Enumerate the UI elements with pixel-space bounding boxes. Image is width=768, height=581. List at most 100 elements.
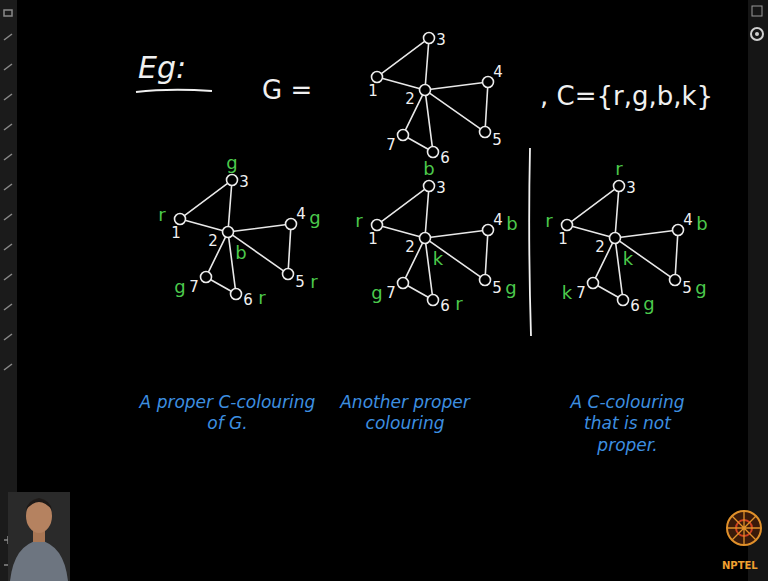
vertex-outline: [231, 289, 242, 300]
graph-edge: [431, 231, 482, 237]
colour-label: g: [226, 154, 237, 172]
graph-edge: [425, 192, 428, 232]
colour-label: g: [174, 278, 185, 296]
graph-vertex: 3g: [225, 173, 239, 187]
vertex-number: 3: [626, 181, 636, 196]
graph-vertex: 7: [396, 128, 410, 142]
graph-vertex: 3r: [612, 179, 626, 193]
graph-vertex: 2k: [608, 231, 622, 245]
vertex-circle: [668, 273, 682, 287]
caption: A proper C-colouring of G.: [135, 392, 320, 435]
vertex-outline: [201, 272, 212, 283]
graph-edge: [382, 42, 424, 74]
graph-name: G =: [262, 74, 312, 107]
vertex-number: 4: [493, 65, 503, 80]
graph-edge: [485, 236, 487, 274]
graph-vertex: 5g: [668, 273, 682, 287]
graph-vertex: 6r: [426, 293, 440, 307]
vertex-number: 7: [386, 286, 396, 301]
vertex-number: 2: [405, 240, 415, 255]
vertex-number: 1: [368, 84, 378, 99]
graph-edge: [620, 241, 670, 276]
graph-vertex: 2k: [418, 231, 432, 245]
vertex-circle: [370, 70, 384, 84]
vertex-circle: [612, 179, 626, 193]
colour-label: r: [258, 289, 265, 307]
vertex-number: 5: [492, 133, 502, 148]
vertex-outline: [286, 219, 297, 230]
nptel-logo: [727, 511, 761, 545]
graph-vertex: 1r: [370, 218, 384, 232]
vertex-outline: [610, 233, 621, 244]
graph-edge: [234, 225, 285, 231]
graph-vertex: 2b: [221, 225, 235, 239]
colour-label: g: [643, 295, 654, 313]
graph-edge: [675, 236, 677, 274]
logo-text: NPTEL: [722, 560, 758, 573]
vertex-number: 2: [405, 92, 415, 107]
graph-edge: [431, 83, 482, 89]
graph-edge: [572, 190, 614, 222]
colour-label: b: [696, 215, 707, 233]
settings-icon: [751, 28, 763, 40]
vertex-number: 1: [171, 226, 181, 241]
vertex-number: 1: [558, 232, 568, 247]
graph-vertex: 1r: [560, 218, 574, 232]
vertex-circle: [221, 225, 235, 239]
vertex-number: 6: [243, 293, 253, 308]
graph-vertex: 5: [478, 125, 492, 139]
vertex-outline: [283, 269, 294, 280]
toolbar-right: [748, 0, 768, 581]
graph-edge: [408, 138, 428, 149]
vertex-circle: [225, 173, 239, 187]
graph-vertex: 4g: [284, 217, 298, 231]
graph-edge: [426, 96, 432, 146]
graph-edge: [383, 79, 419, 89]
graph-vertex: 2: [418, 83, 432, 97]
vertex-circle: [560, 218, 574, 232]
vertex-circle: [396, 128, 410, 142]
vertex-circle: [616, 293, 630, 307]
presenter-photo: [8, 492, 70, 581]
colour-label: k: [562, 284, 572, 302]
divider-line: [529, 148, 531, 336]
vertex-number: 3: [436, 181, 446, 196]
caption: A C-colouring that is not proper.: [565, 392, 690, 456]
colour-label: b: [235, 244, 246, 262]
colour-label: g: [371, 284, 382, 302]
vertex-outline: [562, 220, 573, 231]
vertex-circle: [396, 276, 410, 290]
vertex-number: 7: [386, 138, 396, 153]
graph-vertex: 3b: [422, 179, 436, 193]
graph-vertex: 6r: [229, 287, 243, 301]
graph-edge: [288, 230, 290, 268]
vertex-circle: [586, 276, 600, 290]
vertex-number: 1: [368, 232, 378, 247]
graph-edge: [229, 238, 235, 288]
colour-label: b: [506, 215, 517, 233]
vertex-outline: [673, 225, 684, 236]
graph-vertex: 4b: [671, 223, 685, 237]
vertex-circle: [422, 179, 436, 193]
vertex-outline: [372, 72, 383, 83]
vertex-circle: [229, 287, 243, 301]
graph-vertex: 7k: [586, 276, 600, 290]
colour-label: g: [309, 209, 320, 227]
colour-label: r: [545, 212, 552, 230]
graph-edge: [573, 227, 609, 237]
colour-label: r: [455, 295, 462, 313]
settings-icon-core: [755, 32, 759, 36]
vertex-outline: [428, 295, 439, 306]
colour-label: r: [158, 206, 165, 224]
vertex-outline: [588, 278, 599, 289]
vertex-outline: [420, 85, 431, 96]
vertex-outline: [480, 275, 491, 286]
graph-edge: [615, 192, 618, 232]
colour-label: k: [433, 250, 443, 268]
graph-vertex: 5g: [478, 273, 492, 287]
vertex-circle: [671, 223, 685, 237]
vertex-number: 5: [295, 275, 305, 290]
colour-label: r: [355, 212, 362, 230]
title-underline: [136, 90, 212, 92]
vertex-circle: [173, 212, 187, 226]
